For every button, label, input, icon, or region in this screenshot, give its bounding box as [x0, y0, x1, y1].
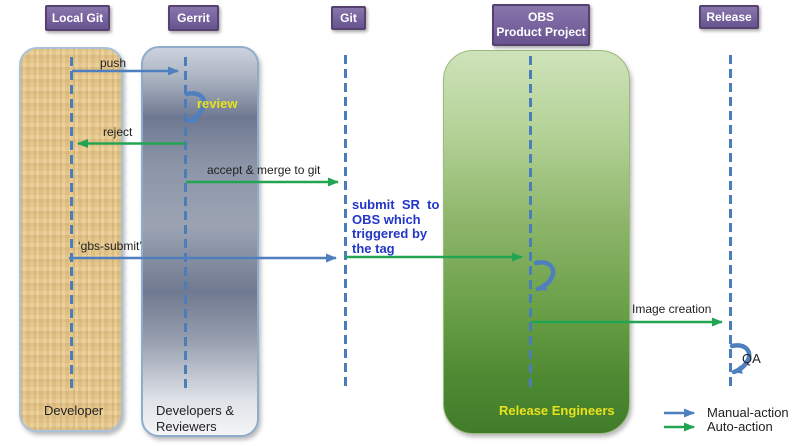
- accept-merge-label: accept & merge to git: [207, 163, 321, 177]
- lane-header-local-git: Local Git: [45, 5, 110, 31]
- lane-header-gerrit: Gerrit: [168, 5, 219, 31]
- qa-label: QA: [742, 351, 761, 366]
- actor-developer-label: Developer: [44, 403, 104, 418]
- review-label: review: [197, 96, 238, 111]
- actor-developers-reviewers-label: Developers & Reviewers: [156, 403, 235, 434]
- actor-release-engineers-label: Release Engineers: [499, 403, 615, 418]
- lane-obs-product-project: [443, 50, 630, 434]
- submit-sr-label: submit SR to OBS which triggered by the …: [352, 197, 440, 256]
- lane-header-obs-product-project: OBS Product Project: [492, 4, 590, 46]
- legend-manual-action-label: Manual-action: [707, 405, 789, 420]
- reject-label: reject: [103, 125, 133, 139]
- gbs-submit-label: ‘gbs-submit’: [78, 239, 143, 253]
- push-label: push: [100, 56, 127, 70]
- legend-auto-action-label: Auto-action: [707, 419, 773, 434]
- lane-header-release: Release: [699, 5, 759, 29]
- image-creation-label: Image creation: [632, 302, 712, 316]
- lane-header-git: Git: [331, 6, 366, 30]
